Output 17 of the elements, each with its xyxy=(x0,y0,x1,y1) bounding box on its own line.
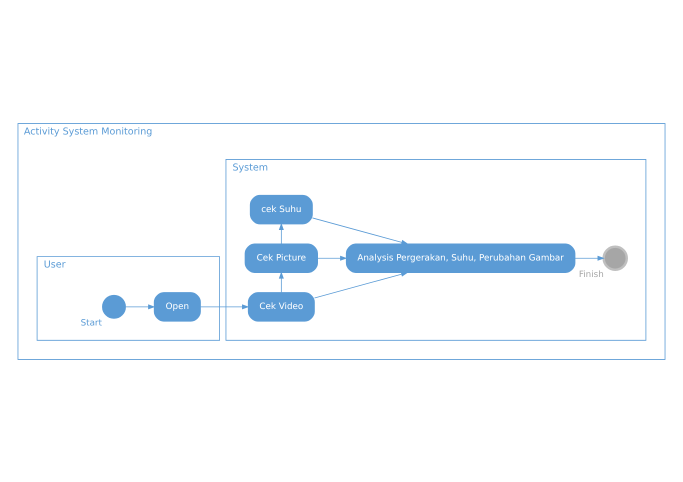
arrow xyxy=(278,222,284,244)
node-label: Finish xyxy=(578,269,604,280)
node-box: Cek Picture xyxy=(244,243,318,272)
node-box: cek Suhu xyxy=(250,194,313,224)
arrow xyxy=(314,271,408,298)
arrow xyxy=(574,255,605,260)
arrow xyxy=(125,304,156,309)
node-circle xyxy=(602,244,628,270)
arrow xyxy=(312,217,408,244)
arrow xyxy=(278,270,284,292)
node-box: Analysis Pergerakan, Suhu, Perubahan Gambar xyxy=(346,243,576,272)
node-box: Open xyxy=(154,292,201,322)
arrow xyxy=(317,255,348,260)
node-box: Cek Video xyxy=(248,292,315,322)
node-circle xyxy=(102,294,126,318)
node-label: Start xyxy=(80,318,102,328)
arrow xyxy=(200,304,250,309)
